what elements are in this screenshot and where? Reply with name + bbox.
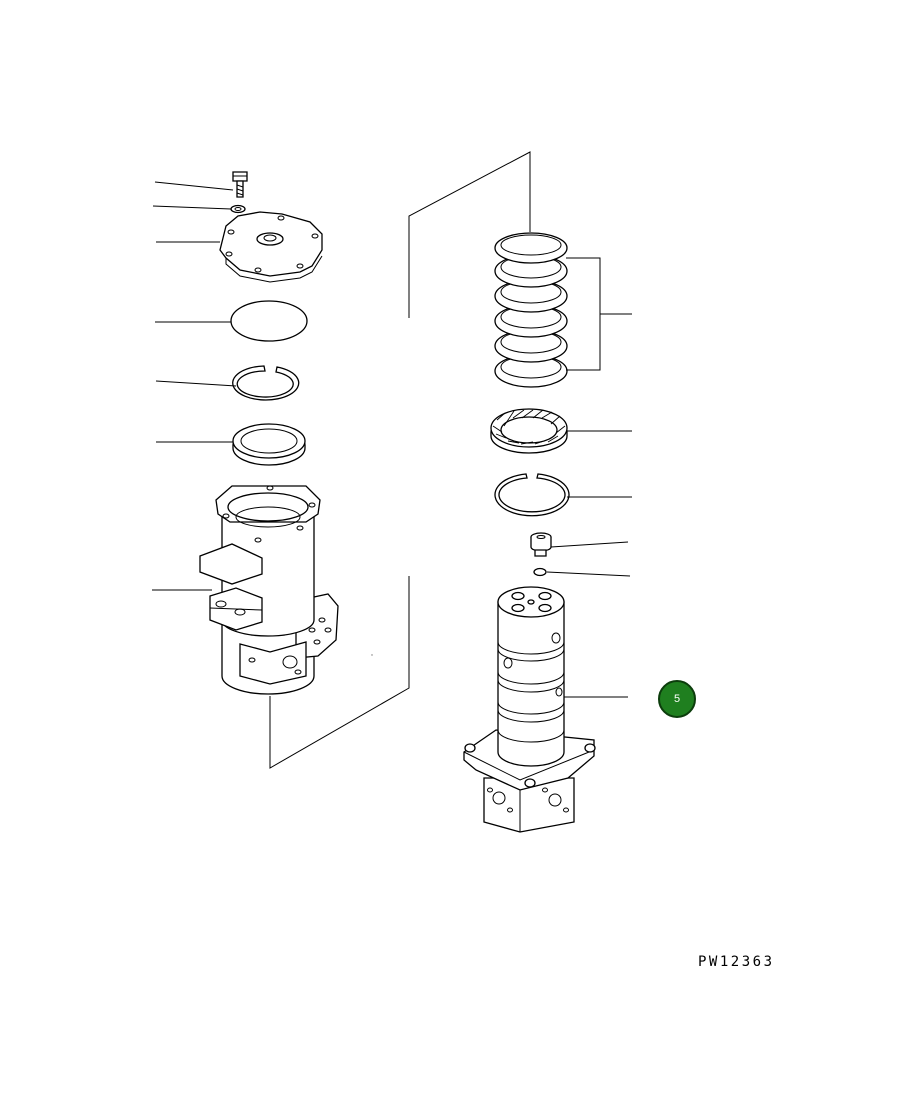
figure-reference-code: PW12363 xyxy=(698,954,775,970)
connector-bracket xyxy=(409,152,530,318)
seal-ring-stack-part xyxy=(495,233,567,387)
leader-line-plug xyxy=(551,542,628,547)
callout-5-badge[interactable]: 5 xyxy=(658,680,696,718)
o-ring-part xyxy=(231,301,307,341)
leader-bracket-seal-rings xyxy=(566,258,632,370)
leader-line-small-o-ring xyxy=(547,572,630,576)
spacer-ring-part xyxy=(233,424,305,465)
leader-line-bolt xyxy=(155,182,233,190)
cover-plate-part xyxy=(220,212,322,282)
connector-bracket-lower xyxy=(270,576,409,768)
plug-part xyxy=(531,533,551,556)
small-o-ring-part xyxy=(534,569,546,576)
swivel-housing-part xyxy=(200,486,338,694)
retaining-ring-part xyxy=(495,474,569,516)
dust-seal-part xyxy=(491,409,567,453)
leader-line-washer xyxy=(153,206,231,209)
washer-part xyxy=(231,206,245,213)
leader-line-snap-ring xyxy=(156,381,236,386)
snap-ring-part xyxy=(233,366,299,400)
flange-bolt-heads xyxy=(465,744,595,787)
bolt-part xyxy=(233,172,247,197)
rotor-shaft-part xyxy=(464,587,595,832)
